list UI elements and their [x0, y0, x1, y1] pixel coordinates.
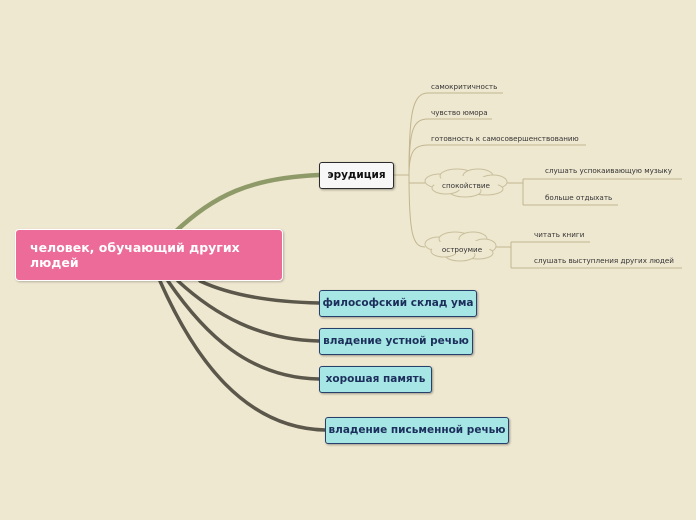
node-oral-speech-label: владение устной речью	[323, 335, 469, 347]
node-memory[interactable]: хорошая память	[319, 366, 432, 393]
node-erudition[interactable]: эрудиция	[319, 162, 394, 189]
connector-oral	[176, 279, 321, 343]
node-written-speech-label: владение письменной речью	[328, 424, 506, 436]
leaf-humor[interactable]: чувство юмора	[431, 108, 488, 117]
leaf-books[interactable]: читать книги	[534, 230, 585, 239]
node-oral-speech[interactable]: владение устной речью	[319, 328, 473, 355]
root-label: человек, обучающий других людей	[30, 240, 240, 270]
node-memory-label: хорошая память	[325, 373, 426, 385]
node-philosophy-label: философский склад ума	[322, 297, 474, 309]
connector-erudition	[172, 172, 322, 235]
erudition-sub-connectors	[394, 92, 682, 269]
node-erudition-label: эрудиция	[327, 169, 386, 181]
leaf-self-criticism[interactable]: самокритичность	[431, 82, 498, 91]
root-node[interactable]: человек, обучающий других людей	[15, 229, 283, 281]
cloud-wit-shape	[424, 231, 497, 262]
leaf-self-improvement[interactable]: готовность к самосовершенствованию	[431, 134, 579, 143]
node-written-speech[interactable]: владение письменной речью	[325, 417, 509, 444]
leaf-rest[interactable]: больше отдыхать	[545, 193, 613, 202]
node-philosophy[interactable]: философский склад ума	[319, 290, 477, 317]
cloud-calm[interactable]: спокойствие	[442, 181, 490, 190]
connector-philosophy	[198, 279, 321, 305]
leaf-music[interactable]: слушать успокаивающую музыку	[545, 166, 673, 175]
connector-memory	[166, 279, 321, 381]
leaf-listen[interactable]: слушать выступления других людей	[534, 256, 674, 265]
cloud-wit[interactable]: остроумие	[441, 245, 483, 254]
cloud-calm-shape	[424, 168, 508, 198]
connector-written	[158, 279, 327, 432]
